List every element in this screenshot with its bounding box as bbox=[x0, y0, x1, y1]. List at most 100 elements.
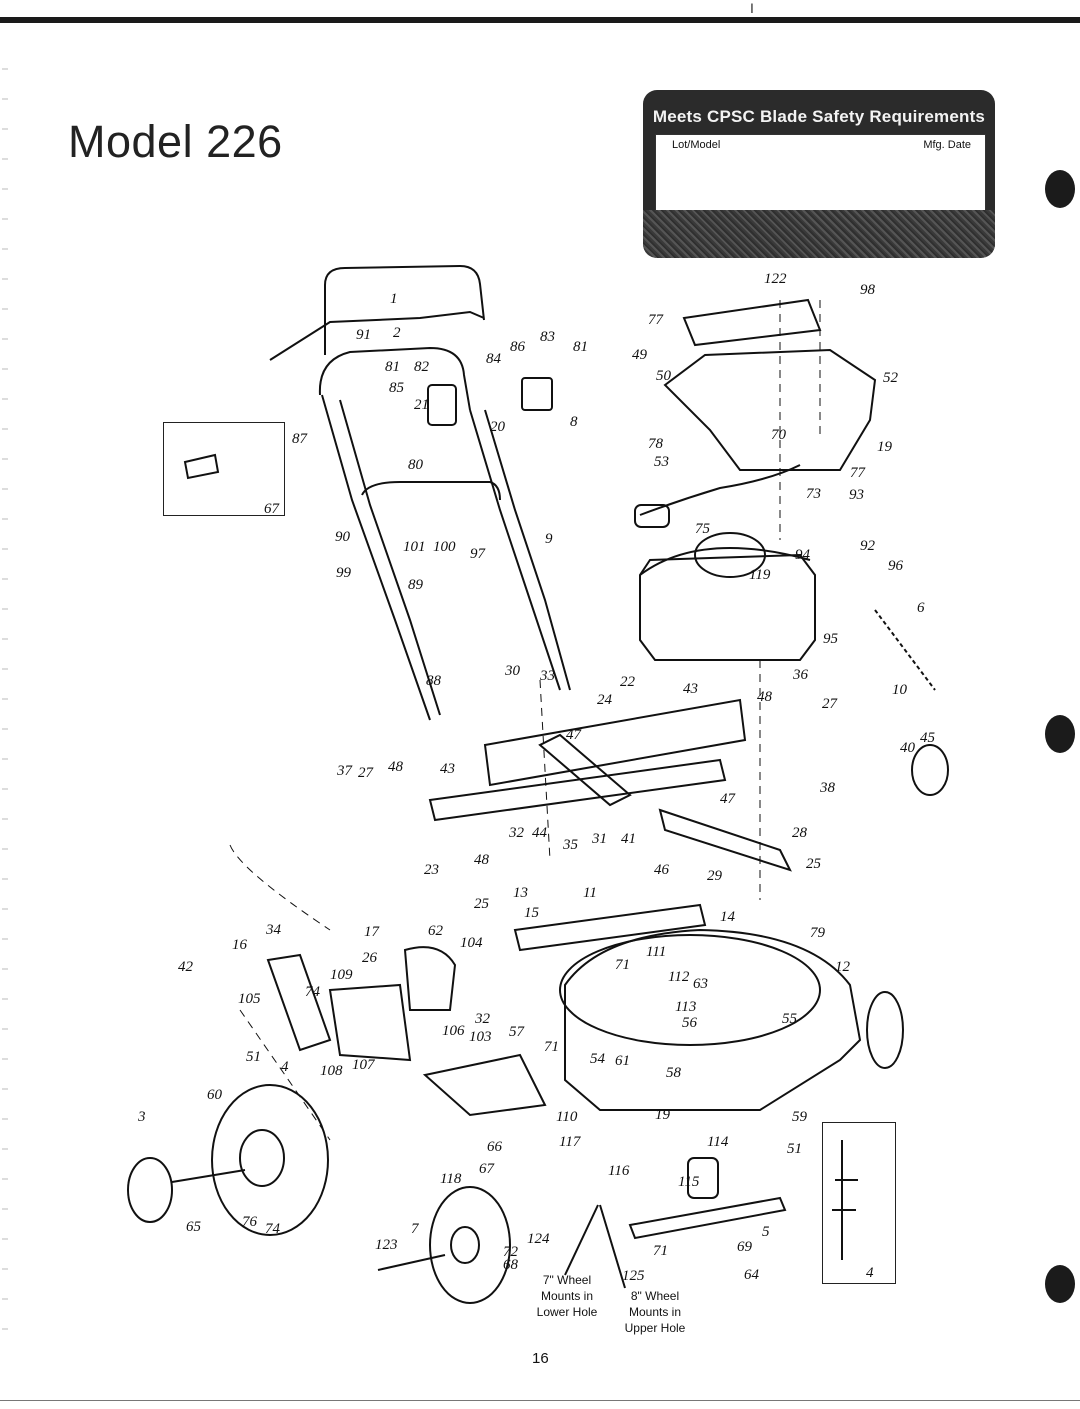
lower-hole-arrow bbox=[564, 1204, 599, 1276]
discharge-chute bbox=[422, 1053, 547, 1117]
handle-crossbar bbox=[269, 310, 485, 361]
part-callout: 109 bbox=[330, 967, 353, 983]
part-callout: 67 bbox=[479, 1161, 494, 1177]
leader-lines bbox=[229, 300, 821, 1141]
part-callout: 31 bbox=[592, 831, 607, 847]
rear-hubcap bbox=[127, 1157, 173, 1223]
part-callout: 14 bbox=[720, 909, 735, 925]
part-callout: 43 bbox=[683, 681, 698, 697]
part-callout: 95 bbox=[823, 631, 838, 647]
part-callout: 19 bbox=[877, 439, 892, 455]
part-callout: 119 bbox=[749, 567, 771, 583]
part-callout: 12 bbox=[835, 959, 850, 975]
part-callout: 97 bbox=[470, 546, 485, 562]
part-callout: 110 bbox=[556, 1109, 578, 1125]
part-callout: 21 bbox=[414, 397, 429, 413]
height-adjuster bbox=[266, 953, 332, 1052]
eight-inch-line-3: Upper Hole bbox=[624, 1321, 686, 1335]
part-callout: 92 bbox=[860, 538, 875, 554]
part-callout: 83 bbox=[540, 329, 555, 345]
part-callout: 114 bbox=[707, 1134, 729, 1150]
part-callout: 62 bbox=[428, 923, 443, 939]
handle-brace bbox=[361, 481, 501, 501]
mfg-date-label: Mfg. Date bbox=[923, 139, 971, 151]
part-callout: 1 bbox=[390, 291, 398, 307]
right-wheel-hub bbox=[911, 744, 949, 796]
part-callout: 26 bbox=[362, 950, 377, 966]
part-callout: 70 bbox=[771, 427, 786, 443]
part-callout: 104 bbox=[460, 935, 483, 951]
lower-handle-right-2 bbox=[484, 409, 571, 691]
part-callout: 40 bbox=[900, 740, 915, 756]
cutting-blade bbox=[628, 1196, 787, 1240]
part-callout: 82 bbox=[414, 359, 429, 375]
inset-18-part bbox=[183, 453, 220, 480]
part-callout: 71 bbox=[544, 1039, 559, 1055]
part-callout: 38 bbox=[820, 780, 835, 796]
part-callout: 7 bbox=[411, 1221, 419, 1237]
scan-edge-noise bbox=[2, 40, 8, 1340]
part-callout: 20 bbox=[490, 419, 505, 435]
part-callout: 48 bbox=[474, 852, 489, 868]
binder-hole-middle bbox=[1045, 715, 1075, 753]
part-callout: 4 bbox=[281, 1059, 289, 1075]
part-callout: 77 bbox=[648, 312, 663, 328]
part-callout: 16 bbox=[232, 937, 247, 953]
part-callout: 32 bbox=[509, 825, 524, 841]
binder-hole-top bbox=[1045, 170, 1075, 208]
part-callout: 58 bbox=[666, 1065, 681, 1081]
part-callout: 63 bbox=[693, 976, 708, 992]
top-mark: I bbox=[750, 0, 754, 16]
bottom-rule bbox=[0, 1400, 1080, 1401]
top-rule bbox=[0, 17, 1080, 23]
part-callout: 77 bbox=[850, 465, 865, 481]
part-callout: 112 bbox=[668, 969, 690, 985]
part-callout: 118 bbox=[440, 1171, 462, 1187]
lot-model-label: Lot/Model bbox=[672, 139, 721, 151]
baffle bbox=[513, 903, 707, 952]
part-callout: 103 bbox=[469, 1029, 492, 1045]
throttle-control bbox=[427, 384, 457, 426]
part-callout: 8 bbox=[570, 414, 578, 430]
part-callout: 91 bbox=[356, 327, 371, 343]
part-callout: 42 bbox=[178, 959, 193, 975]
part-callout: 22 bbox=[620, 674, 635, 690]
part-callout: 34 bbox=[266, 922, 281, 938]
part-callout: 80 bbox=[408, 457, 423, 473]
part-callout: 76 bbox=[242, 1214, 257, 1230]
safety-label-heading: Meets CPSC Blade Safety Requirements bbox=[652, 107, 986, 126]
part-callout: 37 bbox=[337, 763, 352, 779]
part-callout: 27 bbox=[358, 765, 373, 781]
part-callout: 115 bbox=[678, 1174, 700, 1190]
part-callout: 49 bbox=[632, 347, 647, 363]
part-callout: 117 bbox=[559, 1134, 581, 1150]
engine-cover bbox=[663, 348, 877, 471]
part-callout: 71 bbox=[615, 957, 630, 973]
gear-plate bbox=[403, 946, 457, 1011]
part-callout: 47 bbox=[566, 727, 581, 743]
ignition-module bbox=[634, 504, 670, 528]
handle-loop bbox=[318, 346, 471, 411]
eight-inch-wheel-note: 8" Wheel Mounts in Upper Hole bbox=[614, 1288, 696, 1336]
rear-wheel-hub bbox=[239, 1129, 285, 1187]
part-callout: 86 bbox=[510, 339, 525, 355]
wheel-bracket bbox=[328, 983, 412, 1062]
part-callout: 79 bbox=[810, 925, 825, 941]
part-callout: 3 bbox=[138, 1109, 146, 1125]
part-callout: 98 bbox=[860, 282, 875, 298]
part-callout: 122 bbox=[764, 271, 787, 287]
part-callout: 28 bbox=[792, 825, 807, 841]
link-plate bbox=[658, 808, 792, 872]
part-callout: 73 bbox=[806, 486, 821, 502]
brake-control bbox=[521, 377, 553, 411]
part-callout: 124 bbox=[527, 1231, 550, 1247]
inset-box-18 bbox=[163, 422, 285, 516]
lower-handle-left-2 bbox=[339, 399, 441, 716]
mower-deck bbox=[564, 928, 862, 1111]
frame-rail bbox=[428, 758, 727, 822]
seven-inch-line-2: Mounts in bbox=[540, 1289, 594, 1303]
part-callout: 25 bbox=[474, 896, 489, 912]
part-callout: 51 bbox=[787, 1141, 802, 1157]
front-wheel-hub bbox=[450, 1226, 480, 1264]
